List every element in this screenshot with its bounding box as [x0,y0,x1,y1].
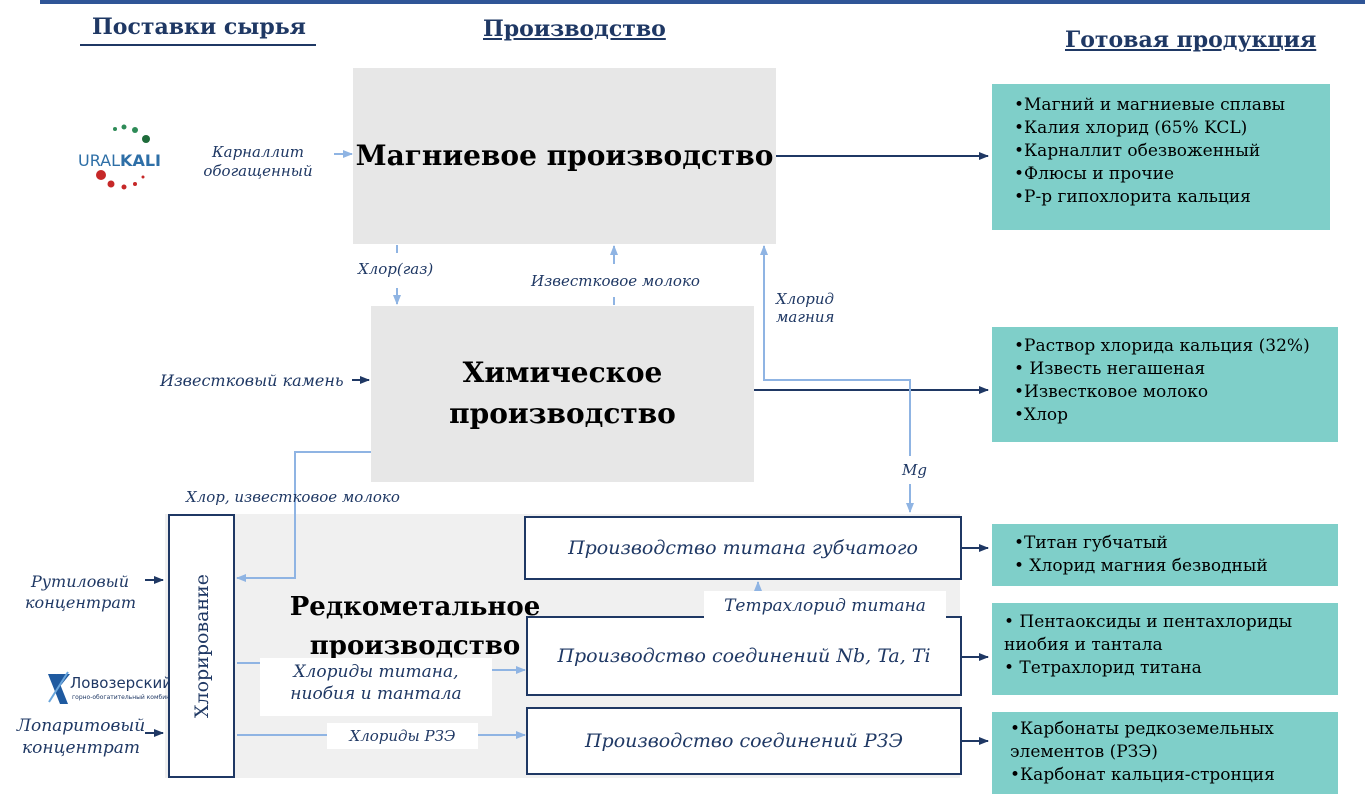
magnesium-products-box: •Магний и магниевые сплавы •Калия хлорид… [992,84,1330,230]
product-item: • Известь негашеная [1014,358,1206,379]
product-item: • Тетрахлорид титана [1004,657,1202,678]
magnesium-production-block[interactable]: Магниевое производство [353,68,776,244]
product-item: • Хлорид магния безводный [1014,555,1268,576]
mg-label: Mg [902,461,927,479]
rutile-input-label: Рутиловый концентрат [25,572,137,612]
chlorine-lime-milk-label: Хлор, известковое молоко [186,488,400,506]
top-accent-bar [40,0,1365,4]
product-item: •Магний и магниевые сплавы [1014,95,1286,115]
product-item: •Флюсы и прочие [1014,163,1175,184]
header-raw-underline [80,44,316,46]
product-item: •Раствор хлорида кальция (32%) [1014,336,1310,356]
header-raw-supply: Поставки сырья [92,14,306,40]
rare-metal-production-title: Редкометальное производство [289,592,541,661]
carnallite-input-label: Карналлит обогащенный [203,143,313,180]
lovozersky-subtitle: горно-обогатительный комбинат [72,694,178,701]
chlorine-gas-label: Хлор(газ) [358,260,434,278]
chlorination-label: Хлорирование [190,573,213,719]
product-item: • Пентаоксиды и пентахлориды ниобия и та… [1004,612,1293,655]
product-item: •Хлор [1014,404,1069,425]
limestone-input-label: Известковый камень [160,371,344,390]
product-item: •Карналлит обезвоженный [1014,140,1261,161]
loparite-input-label: Лопаритовый концентрат [16,716,146,759]
uralkali-logo: URALKALI [78,124,161,190]
nb-ta-products-box: • Пентаоксиды и пентахлориды ниобия и та… [992,603,1338,695]
titanium-tetrachloride-label: Тетрахлорид титана [704,591,946,621]
header-production: Производство [483,16,666,42]
titanium-products-box: •Титан губчатый • Хлорид магния безводны… [992,524,1338,586]
ree-products-box: •Карбонаты редкоземельных элементов (РЗЭ… [992,712,1338,794]
ree-compounds-production-box[interactable]: Производство соединений РЗЭ [526,707,962,775]
product-item: •Карбонаты редкоземельных элементов (РЗЭ… [1010,719,1274,762]
product-item: •Р-р гипохлорита кальция [1014,186,1251,207]
product-item: •Известковое молоко [1014,381,1209,402]
product-item: •Титан губчатый [1014,533,1168,553]
lovozersky-logo [48,671,70,704]
chemical-production-block[interactable]: Химическое производство [371,306,754,482]
mg-line [763,343,911,456]
nb-ta-ti-compounds-production-box[interactable]: Производство соединений Nb, Ta, Ti [526,616,962,696]
header-finished-products: Готовая продукция [1065,27,1317,53]
magnesium-chloride-label: Хлорид магния [776,290,835,326]
product-item: •Калия хлорид (65% KCL) [1014,117,1248,138]
ree-chlorides-label: Хлориды РЗЭ [327,723,478,749]
lovozersky-name: Ловозерский [70,674,173,692]
chlorine-lime-milk-arrow [236,451,371,582]
product-item: •Карбонат кальция-стронция [1010,764,1275,785]
chlorination-block[interactable]: Хлорирование [168,514,235,778]
titanium-sponge-production-box[interactable]: Производство титана губчатого [524,516,962,580]
ti-nb-ta-chlorides-label: Хлориды титана, ниобия и тантала [260,658,492,716]
lime-milk-label: Известковое молоко [531,272,700,290]
chemical-products-box: •Раствор хлорида кальция (32%) • Известь… [992,327,1338,442]
svg-text:URALKALI: URALKALI [78,151,161,170]
